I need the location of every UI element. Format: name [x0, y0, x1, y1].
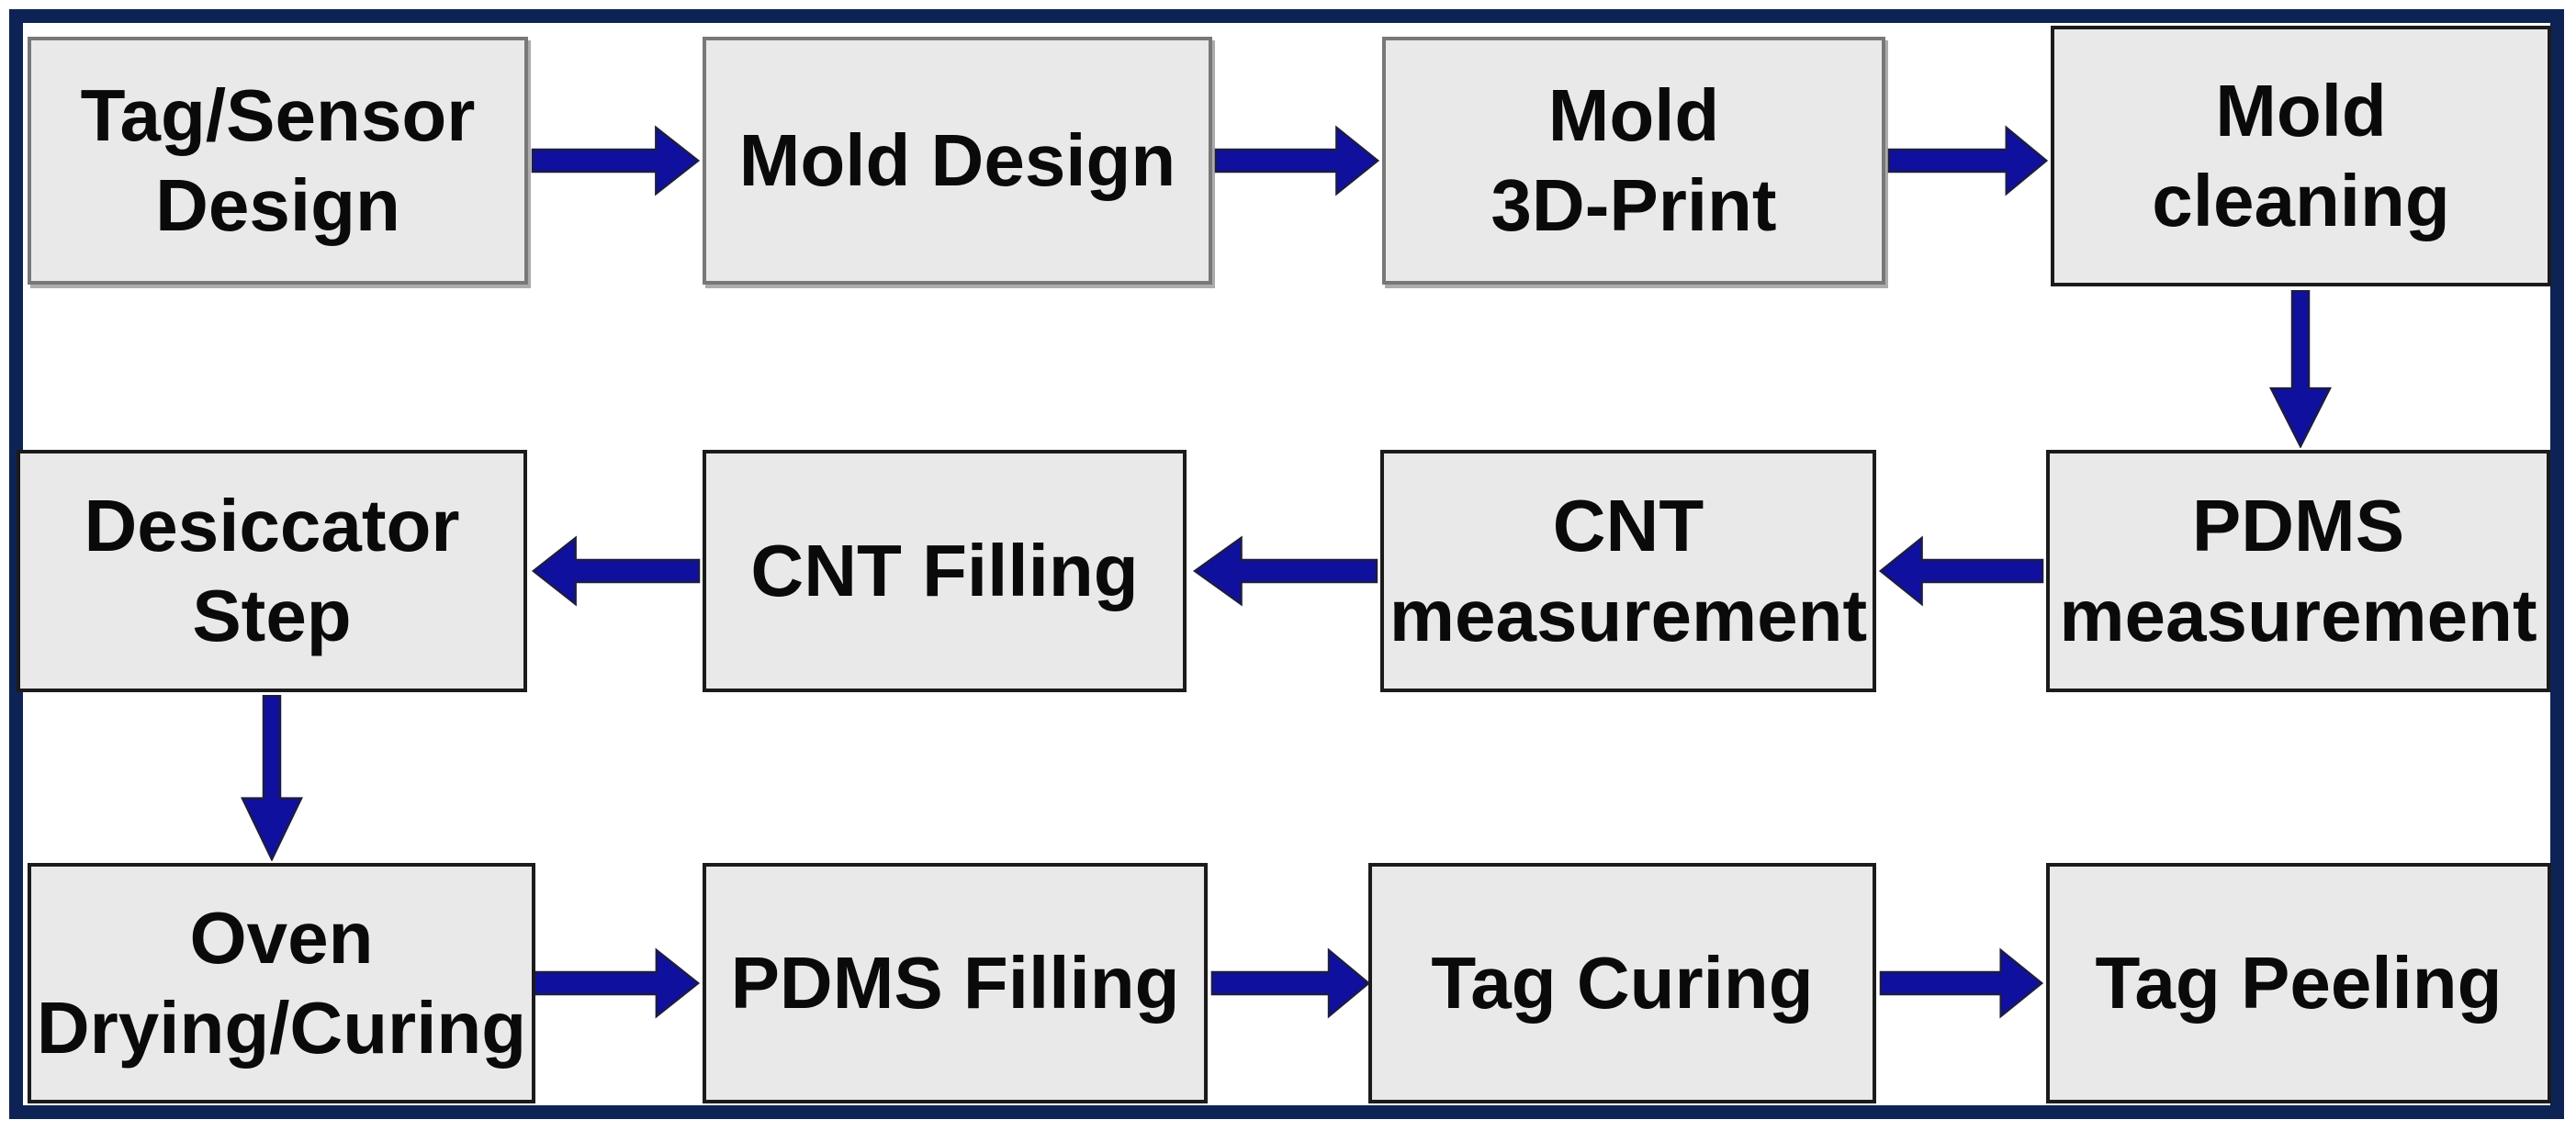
node-tag-peeling: Tag Peeling — [2046, 863, 2551, 1103]
arrow-mold-3d-print-to-mold-cleaning — [1887, 125, 2049, 196]
node-pdms-filling: PDMS Filling — [703, 863, 1208, 1103]
arrow-oven-drying-curing-to-pdms-filling — [533, 947, 701, 1019]
diagram-outer-border — [9, 9, 2564, 1119]
node-mold-3d-print: Mold 3D-Print — [1382, 37, 1885, 285]
node-oven-drying-curing: Oven Drying/Curing — [28, 863, 535, 1103]
arrow-tag-sensor-design-to-mold-design — [531, 125, 701, 196]
node-pdms-measurement: PDMS measurement — [2046, 450, 2550, 692]
node-mold-cleaning: Mold cleaning — [2051, 26, 2551, 286]
arrow-pdms-filling-to-tag-curing — [1210, 947, 1371, 1019]
node-cnt-filling: CNT Filling — [703, 450, 1187, 692]
arrow-desiccator-step-to-oven-drying-curing — [241, 695, 303, 861]
arrow-mold-cleaning-to-pdms-measurement — [2269, 290, 2332, 448]
arrow-cnt-measurement-to-cnt-filling — [1193, 535, 1378, 607]
node-cnt-measurement: CNT measurement — [1380, 450, 1876, 692]
arrow-tag-curing-to-tag-peeling — [1879, 947, 2044, 1019]
arrow-mold-design-to-mold-3d-print — [1214, 125, 1380, 196]
arrow-cnt-filling-to-desiccator-step — [531, 535, 701, 607]
node-desiccator-step: Desiccator Step — [17, 450, 527, 692]
node-tag-curing: Tag Curing — [1368, 863, 1876, 1103]
arrow-pdms-measurement-to-cnt-measurement — [1878, 535, 2044, 607]
node-tag-sensor-design: Tag/Sensor Design — [28, 37, 528, 285]
node-mold-design: Mold Design — [703, 37, 1212, 285]
